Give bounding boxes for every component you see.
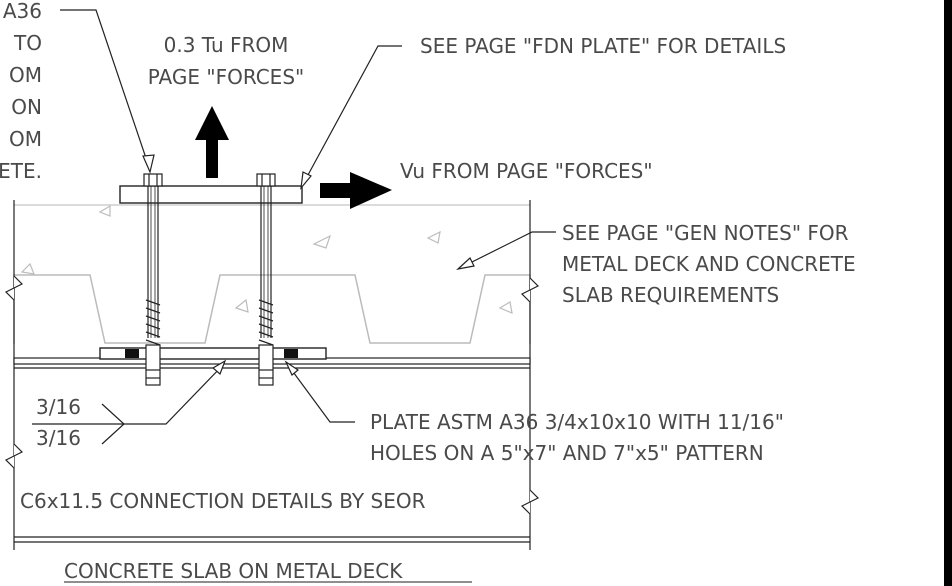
- left-note-line-4: ON: [11, 95, 42, 119]
- weld-symbol: [32, 403, 125, 445]
- leader-lines: [60, 9, 556, 425]
- left-note-line-2: TO: [13, 31, 42, 55]
- shear-note: Vu FROM PAGE "FORCES": [400, 159, 653, 183]
- weld-block-left: [125, 349, 139, 358]
- tension-arrow-icon: [195, 106, 229, 178]
- detail-title: CONCRETE SLAB ON METAL DECK: [64, 559, 403, 583]
- fdn-plate-note: SEE PAGE "FDN PLATE" FOR DETAILS: [420, 34, 786, 58]
- left-note-line-3: OM: [9, 63, 42, 87]
- sheet-border: [944, 0, 952, 586]
- metal-deck-profile: [13, 274, 531, 344]
- plate-note-line-1: PLATE ASTM A36 3/4x10x10 WITH 11/16": [370, 410, 784, 434]
- gen-notes-line-1: SEE PAGE "GEN NOTES" FOR: [562, 221, 849, 245]
- channel-note: C6x11.5 CONNECTION DETAILS BY SEOR: [20, 489, 426, 513]
- tension-note-line-2: PAGE "FORCES": [148, 65, 304, 89]
- anchor-bolt-left: [143, 173, 163, 386]
- gen-notes-line-2: METAL DECK AND CONCRETE: [562, 252, 856, 276]
- plate-note-line-2: HOLES ON A 5"x7" AND 7"x5" PATTERN: [370, 441, 764, 465]
- shear-arrow-icon: [320, 172, 392, 209]
- weld-size-bottom: 3/16: [36, 426, 81, 450]
- break-lines: [4, 275, 540, 515]
- left-note-line-1: A36: [3, 0, 42, 23]
- aggregate-symbols: [20, 204, 513, 314]
- tension-note-line-1: 0.3 Tu FROM: [164, 33, 289, 57]
- weld-block-right: [284, 349, 298, 358]
- anchor-bolt-right: [256, 173, 276, 386]
- left-note-partial: A36 TO OM ON OM ETE.: [0, 0, 42, 183]
- left-note-line-5: OM: [9, 127, 42, 151]
- foundation-plate: [119, 185, 303, 204]
- weld-size-top: 3/16: [36, 395, 81, 419]
- gen-notes-line-3: SLAB REQUIREMENTS: [562, 283, 779, 307]
- leader-arrowheads: [142, 154, 475, 376]
- left-note-line-6: ETE.: [0, 159, 42, 183]
- embed-plate: [99, 347, 327, 360]
